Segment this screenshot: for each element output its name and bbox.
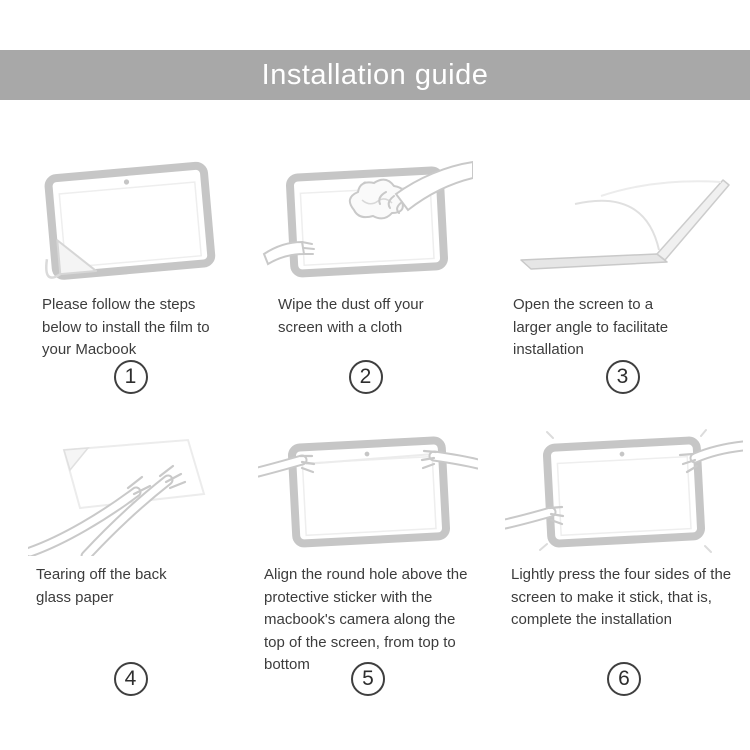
step-3: Open the screen to a larger angle to fac… (505, 158, 740, 398)
step-1: Please follow the steps below to install… (28, 158, 233, 398)
open-laptop-illustration (505, 158, 740, 286)
step-caption: Open the screen to a larger angle to fac… (513, 296, 669, 358)
press-edges-icon (505, 429, 743, 553)
wipe-cloth-icon (262, 160, 473, 278)
align-film-icon (258, 436, 478, 548)
open-laptop-icon (520, 179, 730, 270)
step-5: Align the round hole above the protectiv… (258, 428, 478, 708)
step-number: 2 (348, 360, 383, 394)
step-4: Tearing off the back glass paper 4 (28, 428, 233, 708)
tablet-peel-icon (44, 161, 216, 280)
wipe-cloth-illustration (258, 158, 473, 286)
step-number: 3 (605, 360, 640, 394)
align-film-illustration (258, 428, 478, 556)
tear-backing-illustration (28, 428, 233, 556)
step-number: 5 (351, 662, 385, 696)
step-caption: Tearing off the back glass paper (36, 566, 167, 606)
step-6: Lightly press the four sides of the scre… (505, 428, 743, 708)
step-number: 6 (607, 662, 641, 696)
header-bar: Installation guide (0, 50, 750, 100)
step-caption: Please follow the steps below to install… (42, 296, 210, 358)
step-number: 4 (113, 662, 148, 696)
step-caption: Align the round hole above the protectiv… (264, 566, 468, 673)
step-caption: Wipe the dust off your screen with a clo… (278, 296, 424, 336)
page-title: Installation guide (261, 58, 489, 91)
tablet-peel-illustration (28, 158, 233, 286)
press-edges-illustration (505, 428, 743, 556)
step-number: 1 (113, 360, 148, 394)
step-2: Wipe the dust off your screen with a clo… (258, 158, 473, 398)
step-caption: Lightly press the four sides of the scre… (511, 566, 732, 628)
tear-backing-icon (28, 438, 206, 556)
